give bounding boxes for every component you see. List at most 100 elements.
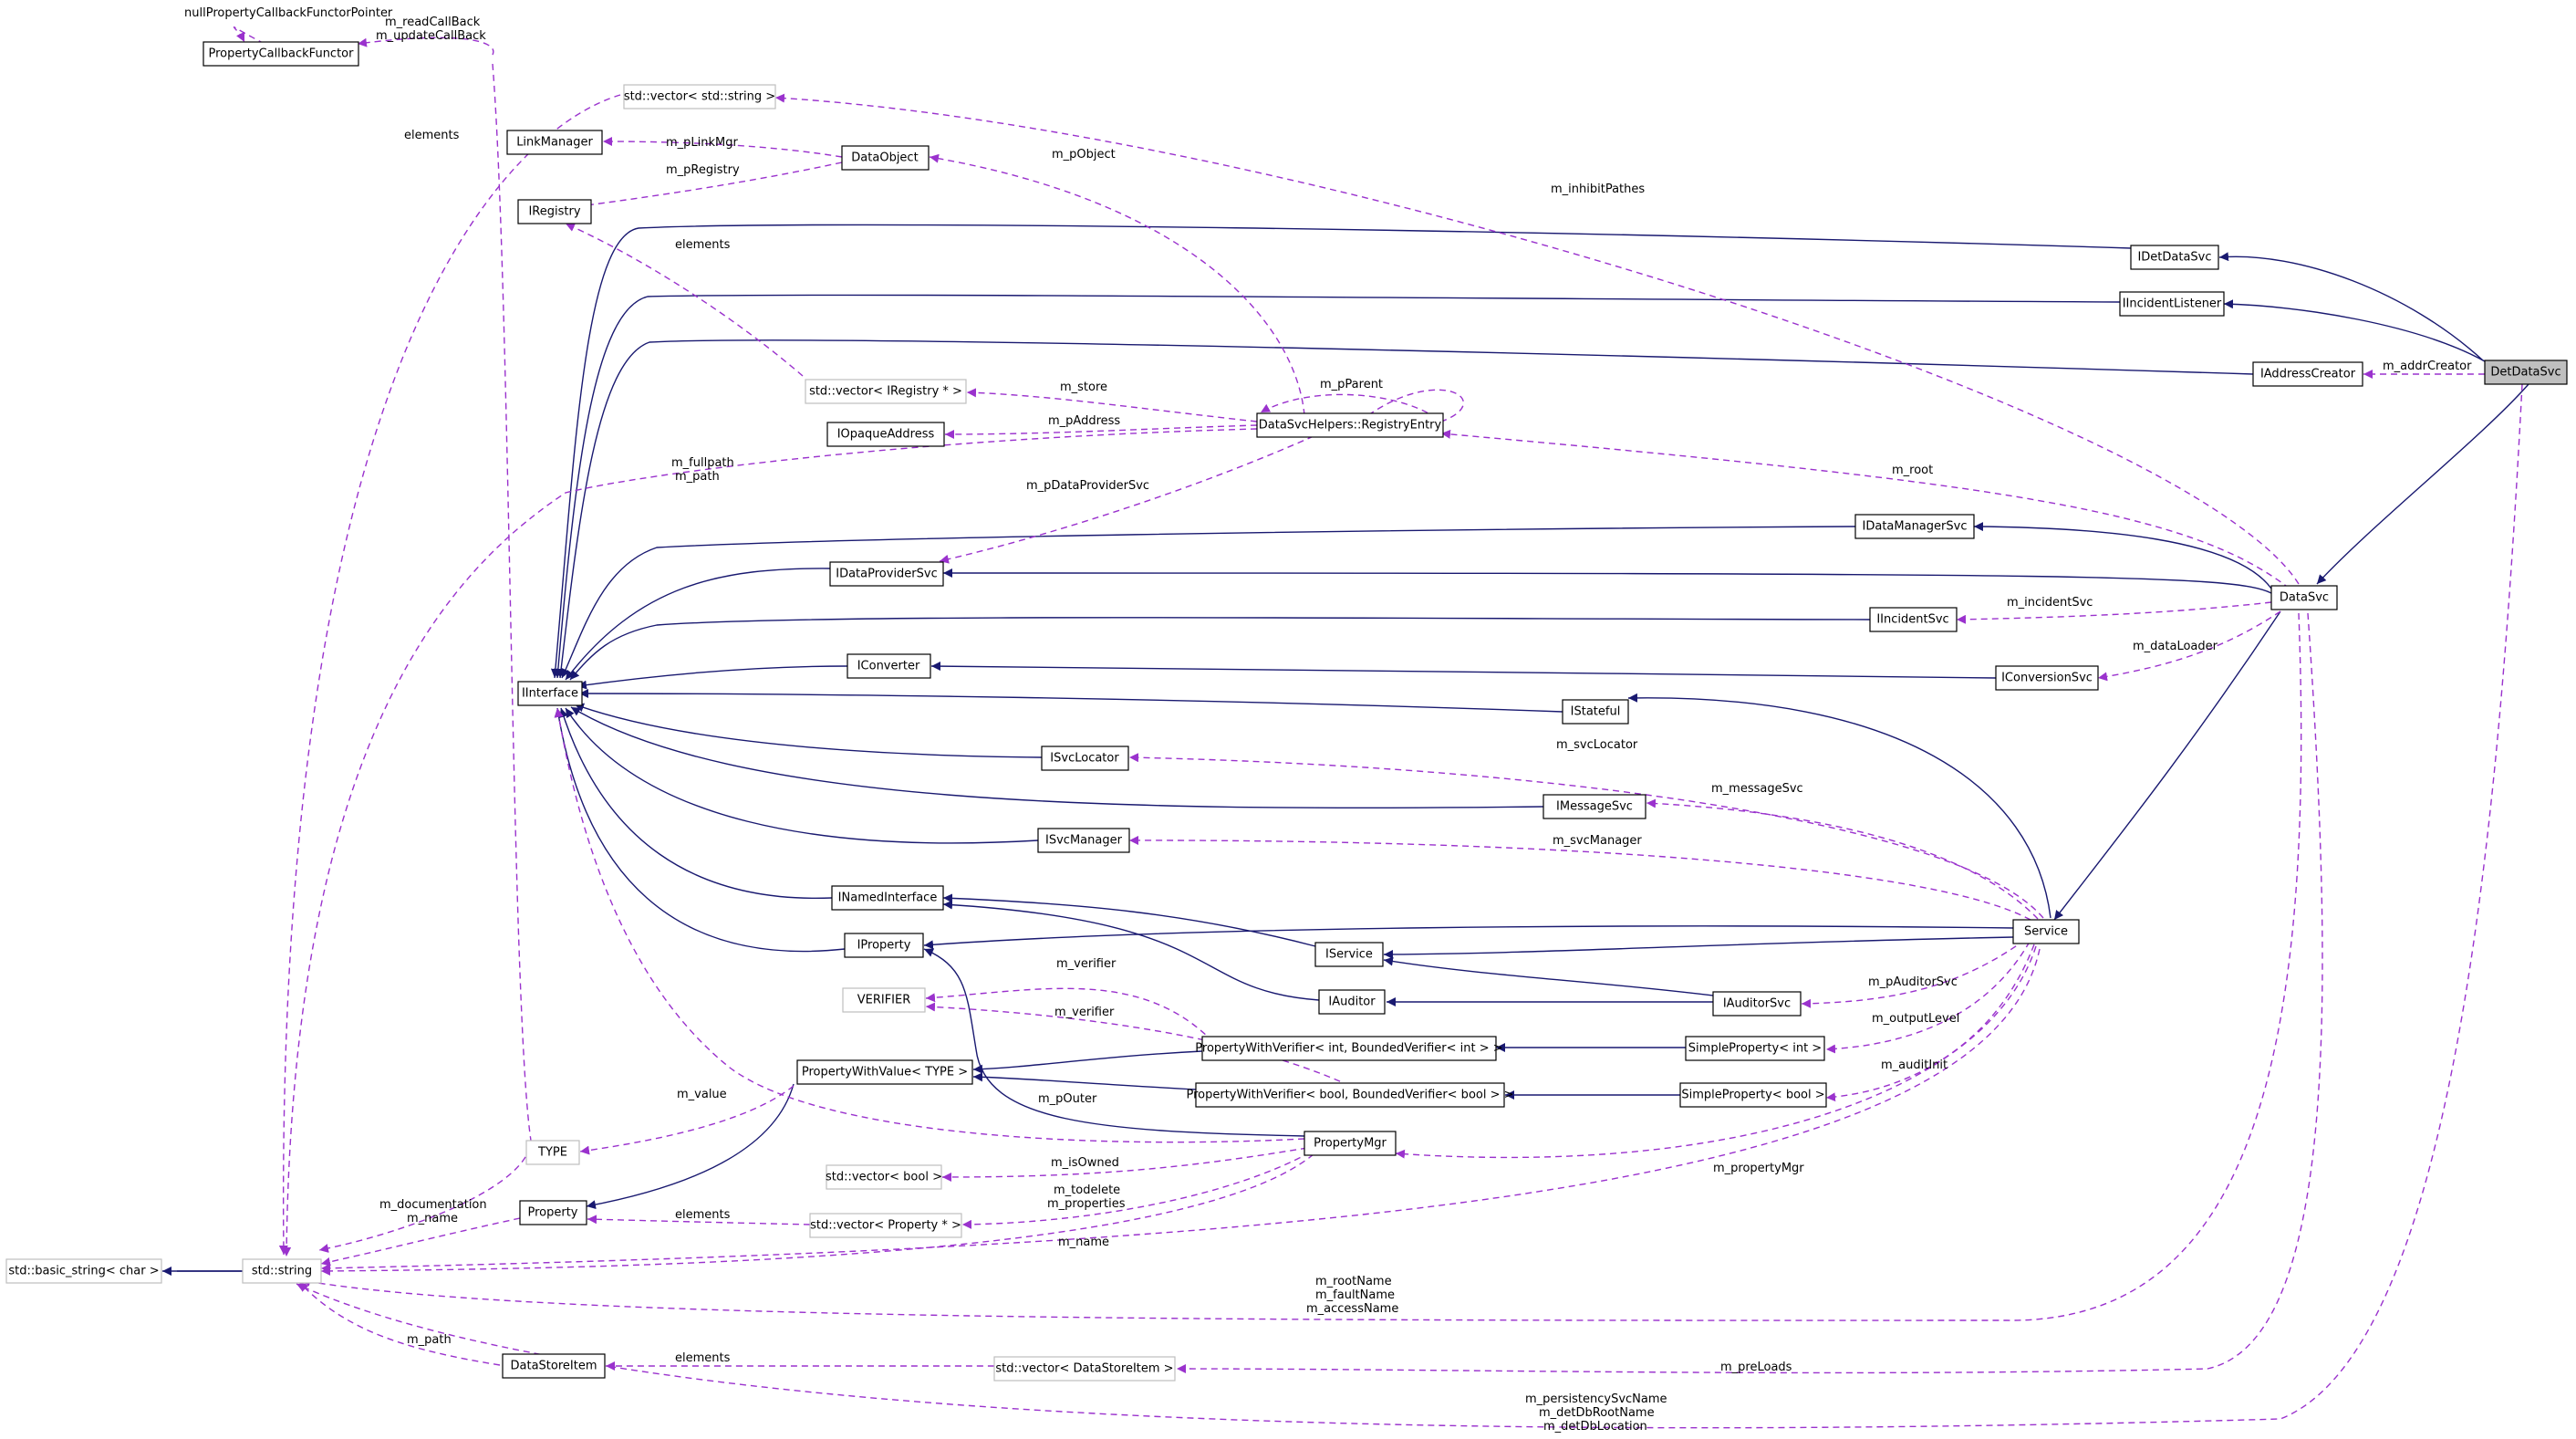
edge-pwvbool-to-propertywithvalue (972, 1072, 1197, 1090)
node-imessagesvc[interactable]: IMessageSvc (1542, 794, 1646, 819)
node-iregistry[interactable]: IRegistry (517, 199, 592, 224)
edge-pouter (554, 707, 1305, 1143)
svg-text:DataSvc: DataSvc (2280, 591, 2329, 605)
node-detdatasvc[interactable]: DetDataSvc (2484, 360, 2568, 385)
edge-preloads (1176, 612, 2323, 1374)
label-pauditorsvc: m_pAuditorSvc (1868, 975, 1958, 989)
svg-text:IIncidentSvc: IIncidentSvc (1876, 613, 1948, 627)
edge-iregistry-from-vecregistry (565, 223, 804, 377)
edge-root (1440, 429, 2290, 589)
edge-incidentsvc (1956, 601, 2272, 624)
node-isvclocator[interactable]: ISvcLocator (1041, 746, 1129, 771)
svg-text:TYPE: TYPE (537, 1146, 567, 1160)
svg-text:IService: IService (1325, 948, 1373, 962)
edge-string-from-property (320, 1217, 521, 1267)
edge-isvclocator-to-iinterface (574, 703, 1043, 758)
node-vector-datastoreitem[interactable]: std::vector< DataStoreItem > (993, 1356, 1176, 1382)
edge-iregistry-from-dataobject (565, 162, 843, 212)
node-iproperty[interactable]: IProperty (844, 933, 924, 958)
node-pwv-int[interactable]: PropertyWithVerifier< int, BoundedVerifi… (1195, 1036, 1503, 1061)
node-idetdatasvc[interactable]: IDetDataSvc (2130, 245, 2219, 270)
svg-text:DetDataSvc: DetDataSvc (2490, 366, 2560, 380)
node-verifier[interactable]: VERIFIER (842, 987, 926, 1013)
edge-dataobject-from-registry (929, 153, 1305, 416)
node-iincidentsvc[interactable]: IIncidentSvc (1869, 607, 1958, 632)
node-basic-string[interactable]: std::basic_string< char > (5, 1258, 162, 1284)
svg-text:INamedInterface: INamedInterface (838, 892, 938, 905)
node-istateful[interactable]: IStateful (1562, 699, 1629, 725)
edge-idatamanagersvc-to-iinterface (561, 526, 1856, 679)
svg-text:IMessageSvc: IMessageSvc (1556, 800, 1633, 814)
svg-text:std::vector< std::string >: std::vector< std::string > (624, 90, 775, 104)
label-elements-vecregistry: elements (675, 238, 731, 252)
node-iconversionsvc[interactable]: IConversionSvc (1995, 665, 2099, 691)
node-datastoreitem[interactable]: DataStoreItem (502, 1353, 606, 1379)
node-iaddresscreator[interactable]: IAddressCreator (2252, 361, 2363, 387)
node-inamedinterface[interactable]: INamedInterface (831, 885, 944, 911)
label-updatecallback: m_updateCallBack (376, 29, 486, 43)
edge-datasvc-to-idatamanagersvc (1973, 522, 2272, 589)
node-isvcmanager[interactable]: ISvcManager (1037, 828, 1130, 853)
node-vector-bool[interactable]: std::vector< bool > (826, 1164, 942, 1190)
label-paddress: m_pAddress (1048, 414, 1120, 428)
node-service[interactable]: Service (2012, 919, 2080, 944)
node-linkmanager[interactable]: LinkManager (506, 130, 603, 155)
node-iauditorsvc[interactable]: IAuditorSvc (1712, 991, 1802, 1017)
label-rootname: m_rootName (1315, 1275, 1392, 1288)
svg-text:IIncidentListener: IIncidentListener (2123, 297, 2222, 311)
label-detdbrootname: m_detDbRootName (1539, 1406, 1655, 1420)
edge-datasvc-to-idataprovidersvc (942, 568, 2272, 594)
node-propertymgr[interactable]: PropertyMgr (1304, 1131, 1397, 1156)
label-verifier-1: m_verifier (1056, 957, 1117, 971)
label-readcallback: m_readCallBack (385, 16, 481, 29)
node-iincidentlistener[interactable]: IIncidentListener (2119, 291, 2225, 317)
node-idatamanagersvc[interactable]: IDataManagerSvc (1854, 514, 1975, 539)
edge-imessagesvc-to-iinterface (570, 706, 1544, 809)
node-simple-int[interactable]: SimpleProperty< int > (1685, 1036, 1825, 1061)
node-iopaqueaddress[interactable]: IOpaqueAddress (826, 422, 945, 447)
edge-string-from-propertymgr (320, 1153, 1314, 1276)
label-path: m_path (675, 470, 720, 484)
node-property[interactable]: Property (519, 1200, 587, 1225)
node-iinterface[interactable]: IInterface (517, 681, 583, 706)
node-pwv-bool[interactable]: PropertyWithVerifier< bool, BoundedVerif… (1186, 1082, 1514, 1108)
edge-idataprovidersvc-to-iinterface (565, 568, 831, 681)
node-vector-string[interactable]: std::vector< std::string > (623, 84, 776, 109)
node-vector-iregistry[interactable]: std::vector< IRegistry * > (805, 379, 967, 404)
edge-labels: nullPropertyCallbackFunctorPointer m_rea… (184, 6, 2472, 1434)
edge-propertymgr-from-service (1395, 945, 2037, 1159)
node-dataobject[interactable]: DataObject (841, 145, 930, 171)
node-std-string[interactable]: std::string (242, 1258, 322, 1284)
node-iauditor[interactable]: IAuditor (1318, 989, 1386, 1015)
svg-text:IStateful: IStateful (1571, 705, 1621, 719)
svg-text:std::vector< DataStoreItem >: std::vector< DataStoreItem > (995, 1362, 1173, 1376)
node-propertycallbackfunctor[interactable]: PropertyCallbackFunctor (203, 41, 359, 67)
label-name-doc: m_name (407, 1212, 458, 1225)
label-propertymgr: m_propertyMgr (1713, 1162, 1804, 1175)
label-pregistry: m_pRegistry (666, 163, 740, 177)
svg-text:PropertyCallbackFunctor: PropertyCallbackFunctor (209, 47, 355, 61)
node-idataprovidersvc[interactable]: IDataProviderSvc (829, 561, 944, 587)
label-root: m_root (1892, 464, 1933, 477)
node-vector-property[interactable]: std::vector< Property * > (809, 1213, 962, 1238)
edge-iservice-to-inamedinterface (942, 893, 1316, 947)
node-iservice[interactable]: IService (1314, 942, 1384, 967)
label-store: m_store (1060, 381, 1107, 394)
edge-registryentry-to-vecstring (774, 93, 2300, 585)
edge-string-to-vecstring (278, 94, 621, 1256)
label-properties: m_properties (1047, 1197, 1126, 1211)
node-type[interactable]: TYPE (525, 1140, 580, 1165)
node-simple-bool[interactable]: SimpleProperty< bool > (1679, 1082, 1827, 1108)
label-svclocator: m_svcLocator (1556, 738, 1638, 752)
label-isowned: m_isOwned (1051, 1156, 1119, 1170)
node-registryentry[interactable]: DataSvcHelpers::RegistryEntry (1256, 412, 1444, 438)
edge-detdatasvc-to-iincidentlistener (2223, 299, 2486, 362)
edge-property-from-vecproperty (587, 1215, 811, 1225)
node-datasvc[interactable]: DataSvc (2270, 585, 2338, 610)
node-propertywithvalue[interactable]: PropertyWithValue< TYPE > (796, 1059, 973, 1085)
edge-verifier-1 (925, 987, 1214, 1043)
svg-text:IAuditor: IAuditor (1328, 996, 1376, 1009)
edge-iconversionsvc-to-iconverter (930, 662, 1997, 679)
svg-text:std::basic_string< char >: std::basic_string< char > (8, 1265, 159, 1278)
node-iconverter[interactable]: IConverter (847, 653, 931, 679)
